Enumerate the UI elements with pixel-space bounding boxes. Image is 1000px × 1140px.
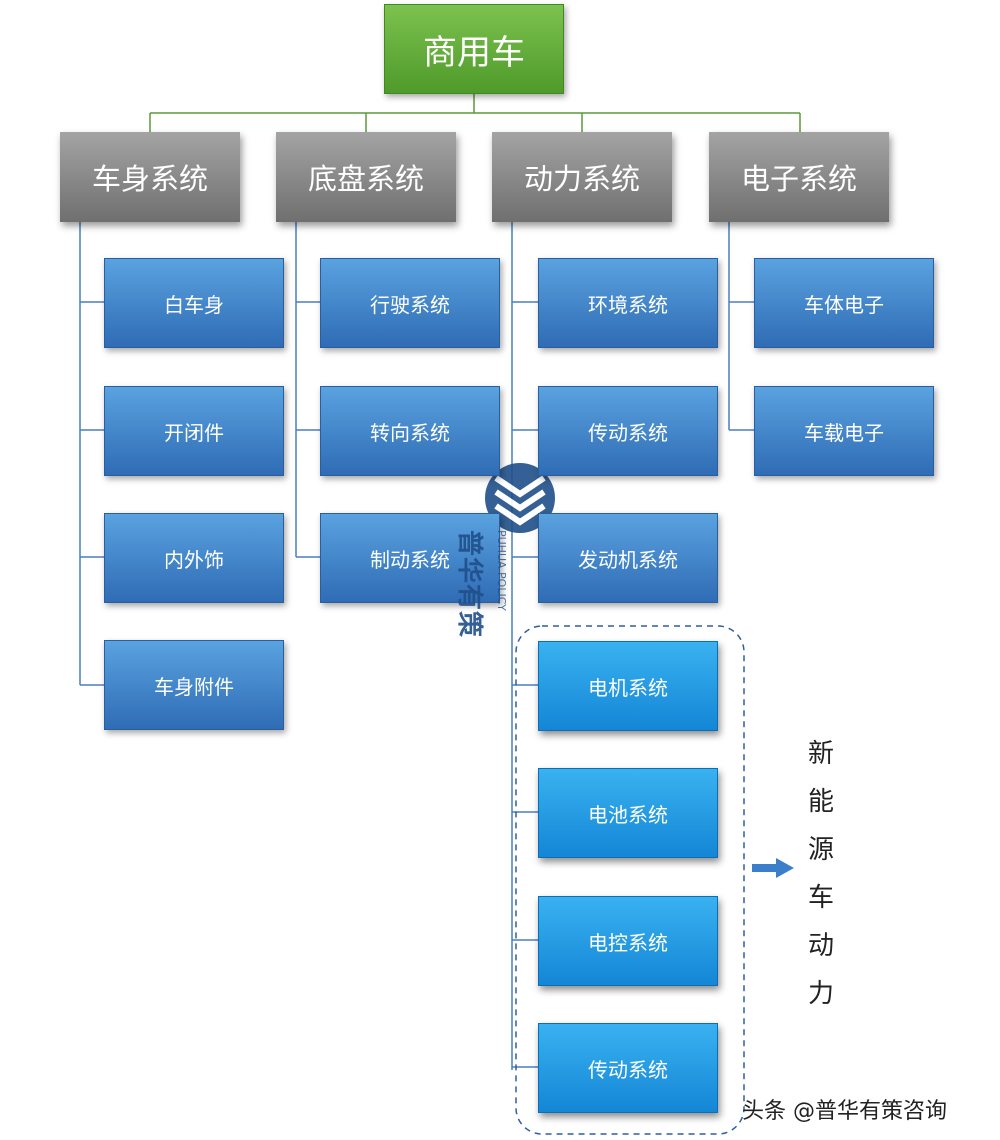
root-label: 商用车 — [423, 32, 525, 73]
leaf-node: 转向系统 — [320, 386, 500, 476]
leaf-label: 白车身 — [164, 292, 224, 317]
leaf-node: 制动系统 — [320, 513, 500, 603]
new-energy-label: 新 能 源 车 动 力 — [806, 730, 836, 1018]
leaf-label: 电控系统 — [588, 930, 668, 955]
label-char: 车 — [807, 883, 834, 913]
category-label: 车身系统 — [91, 162, 208, 196]
leaf-node: 白车身 — [104, 258, 284, 348]
leaf-node: 环境系统 — [538, 258, 718, 348]
leaf-label: 车身附件 — [154, 674, 234, 699]
leaf-label: 传动系统 — [588, 420, 668, 445]
label-char: 动 — [807, 931, 834, 961]
category-body-system: 车身系统 — [60, 132, 240, 222]
leaf-node: 开闭件 — [104, 386, 284, 476]
watermark-text: 普华有策 — [454, 530, 484, 639]
category-label: 电子系统 — [740, 162, 857, 196]
category-power-system: 动力系统 — [492, 132, 672, 222]
leaf-node: 车身附件 — [104, 640, 284, 730]
leaf-node: 行驶系统 — [320, 258, 500, 348]
label-char: 能 — [807, 787, 834, 817]
label-char: 新 — [807, 739, 834, 769]
root-node: 商用车 — [384, 4, 564, 94]
leaf-node: 内外饰 — [104, 513, 284, 603]
category-electronic-system: 电子系统 — [709, 132, 889, 222]
leaf-label: 行驶系统 — [370, 292, 450, 317]
branch-connectors — [79, 222, 754, 1070]
category-label: 动力系统 — [523, 162, 640, 196]
arrow-right-icon — [752, 858, 794, 878]
new-energy-dashed-border — [515, 625, 745, 1135]
leaf-label: 开闭件 — [164, 420, 224, 445]
category-chassis-system: 底盘系统 — [276, 132, 456, 222]
footer-credit: 头条 @普华有策咨询 — [742, 1099, 947, 1124]
new-energy-node: 电控系统 — [538, 896, 718, 986]
leaf-label: 制动系统 — [370, 547, 450, 572]
leaf-label: 车载电子 — [804, 420, 884, 445]
leaf-node: 发动机系统 — [538, 513, 718, 603]
leaf-label: 传动系统 — [588, 1057, 668, 1082]
leaf-label: 电机系统 — [588, 675, 668, 700]
leaf-label: 转向系统 — [370, 420, 450, 445]
leaf-label: 电池系统 — [588, 802, 668, 827]
watermark-logo-icon — [485, 463, 555, 533]
label-char: 力 — [807, 979, 834, 1009]
leaf-label: 车体电子 — [804, 292, 884, 317]
new-energy-node: 电机系统 — [538, 641, 718, 731]
new-energy-node: 传动系统 — [538, 1023, 718, 1113]
leaf-label: 发动机系统 — [578, 547, 678, 572]
leaf-node: 传动系统 — [538, 386, 718, 476]
new-energy-node: 电池系统 — [538, 768, 718, 858]
leaf-label: 内外饰 — [164, 547, 224, 572]
leaf-node: 车体电子 — [754, 258, 934, 348]
leaf-node: 车载电子 — [754, 386, 934, 476]
label-char: 源 — [807, 835, 834, 865]
watermark-subtext: PUHUA POLICY — [495, 530, 508, 611]
category-label: 底盘系统 — [307, 162, 424, 196]
root-connectors — [149, 94, 801, 132]
leaf-label: 环境系统 — [588, 292, 668, 317]
